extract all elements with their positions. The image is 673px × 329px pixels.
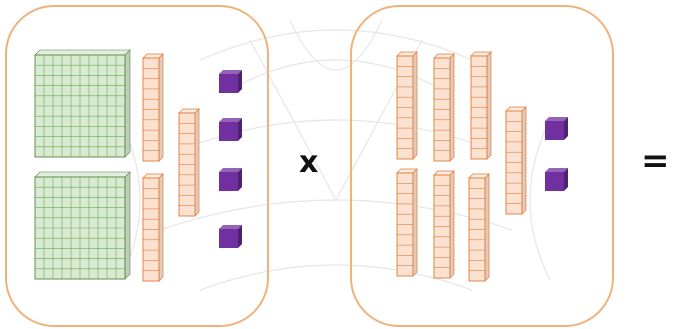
multiplication-sign: x bbox=[299, 145, 319, 180]
unit-cube-block bbox=[219, 118, 242, 141]
unit-cube-block bbox=[219, 70, 242, 93]
unit-cube-block bbox=[545, 117, 568, 140]
hundred-flat-block bbox=[34, 171, 131, 280]
right-factor-frame bbox=[350, 5, 614, 327]
left-factor-blocks bbox=[34, 49, 242, 282]
ten-rod-block bbox=[433, 170, 455, 279]
ten-rod-block bbox=[468, 173, 490, 282]
ten-rod-block bbox=[433, 53, 455, 162]
ten-rod-block bbox=[396, 168, 418, 277]
unit-cube-block bbox=[219, 168, 242, 191]
ten-rod-block bbox=[142, 53, 164, 162]
unit-cube-block bbox=[545, 168, 568, 191]
right-factor-blocks bbox=[396, 51, 568, 282]
hundred-flat-block bbox=[34, 49, 131, 158]
ten-rod-block bbox=[396, 51, 418, 160]
ten-rod-block bbox=[505, 106, 527, 215]
equals-sign: = bbox=[641, 141, 670, 181]
unit-cube-block bbox=[219, 225, 242, 248]
left-factor-frame bbox=[5, 5, 269, 327]
ten-rod-block bbox=[470, 51, 492, 160]
ten-rod-block bbox=[142, 173, 164, 282]
ten-rod-block bbox=[178, 108, 200, 217]
